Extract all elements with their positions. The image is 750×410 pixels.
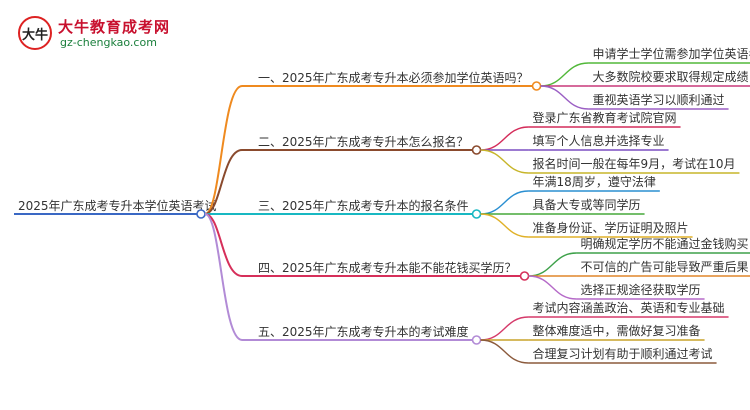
- branch-label: 三、2025年广东成考专升本的报名条件: [258, 198, 469, 213]
- leaf-label: 大多数院校要求取得规定成绩: [593, 69, 749, 84]
- branch-node[interactable]: [471, 209, 482, 219]
- leaf-label: 考试内容涵盖政治、英语和专业基础: [533, 300, 725, 315]
- logo-title: 大牛教育成考网: [58, 18, 171, 36]
- leaf-label: 年满18周岁，遵守法律: [533, 174, 656, 189]
- root-node[interactable]: [196, 209, 206, 219]
- leaf-label: 选择正规途径获取学历: [581, 282, 701, 297]
- leaf-connector: [480, 126, 529, 151]
- branch-label: 一、2025年广东成考专升本必须参加学位英语吗？: [258, 70, 529, 85]
- branch-connector: [204, 149, 243, 215]
- logo-url: gz-chengkao.com: [60, 36, 157, 49]
- leaf-label: 准备身份证、学历证明及照片: [533, 220, 689, 235]
- leaf-connector: [480, 316, 529, 341]
- leaf-label: 申请学士学位需参加学位英语考试: [593, 46, 750, 61]
- leaf-label: 具备大专或等同学历: [533, 197, 641, 212]
- branch-connector: [204, 85, 243, 215]
- branch-connector: [204, 213, 243, 341]
- branch-label: 五、2025年广东成考专升本的考试难度: [258, 324, 469, 339]
- leaf-connector: [528, 275, 577, 300]
- leaf-label: 明确规定学历不能通过金钱购买: [581, 236, 749, 251]
- leaf-connector: [480, 339, 529, 364]
- leaf-connector: [480, 149, 529, 174]
- leaf-connector: [540, 85, 589, 110]
- leaf-label: 重视英语学习以顺利通过: [593, 92, 725, 107]
- leaf-label: 登录广东省教育考试院官网: [533, 110, 677, 125]
- leaf-label: 不可信的广告可能导致严重后果: [581, 259, 749, 274]
- leaf-label: 合理复习计划有助于顺利通过考试: [533, 346, 713, 361]
- branch-label: 二、2025年广东成考专升本怎么报名？: [258, 134, 469, 149]
- branch-label: 四、2025年广东成考专升本能不能花钱买学历？: [258, 260, 517, 275]
- branch-connector: [204, 213, 243, 277]
- leaf-connector: [480, 213, 529, 238]
- branch-node[interactable]: [471, 335, 482, 345]
- branch-node[interactable]: [519, 271, 530, 281]
- leaf-label: 报名时间一般在每年9月，考试在10月: [533, 156, 736, 171]
- logo-mark: 大牛: [18, 16, 52, 50]
- leaf-connector: [528, 252, 577, 277]
- root-topic: 2025年广东成考专升本学位英语考试: [18, 198, 217, 213]
- site-logo[interactable]: 大牛 大牛教育成考网 gz-chengkao.com: [14, 14, 174, 54]
- leaf-connector: [540, 62, 589, 87]
- leaf-label: 整体难度适中，需做好复习准备: [533, 323, 701, 338]
- branch-node[interactable]: [471, 145, 482, 155]
- leaf-connector: [480, 190, 529, 215]
- branch-node[interactable]: [531, 81, 542, 91]
- leaf-label: 填写个人信息并选择专业: [533, 133, 665, 148]
